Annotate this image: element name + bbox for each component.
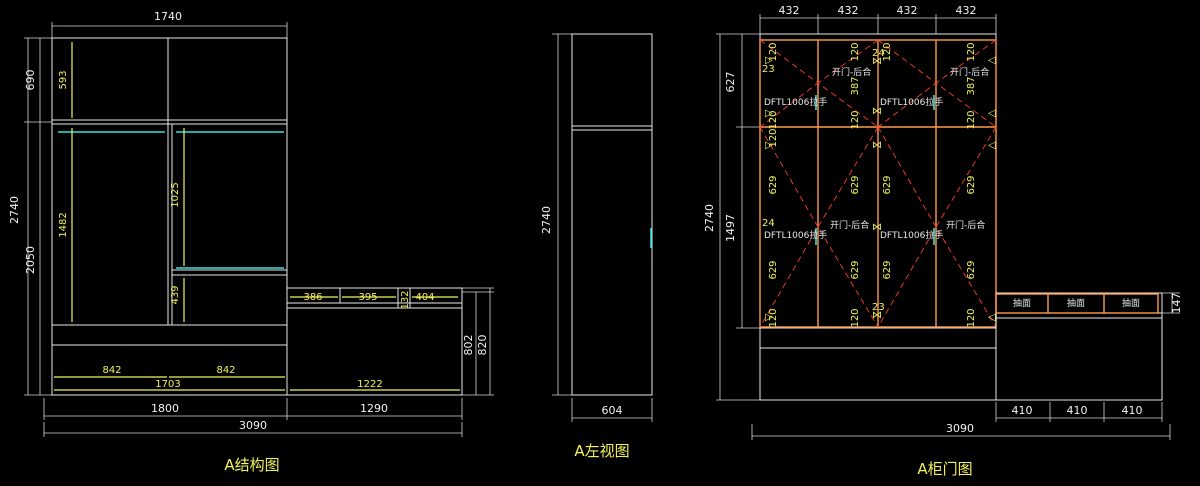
small-dim-120: 120	[850, 308, 861, 327]
dim-height-bottom: 2050	[24, 246, 37, 274]
small-dim-24: 24	[762, 218, 775, 229]
dim-right-top-inner: 1025	[170, 182, 181, 207]
door-view: 432 432 432 432 2740 627 1497	[703, 4, 1183, 478]
small-dim-23: 23	[872, 302, 885, 313]
hinge-icon: ⋈	[872, 310, 882, 321]
dim-820: 820	[476, 335, 489, 356]
hinge-icon: ▷	[765, 312, 773, 323]
small-dim-629: 629	[850, 175, 861, 194]
small-dim-387: 387	[850, 76, 861, 95]
dim-842-b: 842	[216, 365, 235, 376]
small-dim-120: 120	[966, 110, 977, 129]
dim-door-top-3: 432	[897, 4, 918, 17]
dim-door-height: 2740	[703, 204, 716, 232]
left-view: 2740 604 A左视图	[540, 33, 653, 460]
dim-door-top-4: 432	[956, 4, 977, 17]
dim-door-top-h: 627	[724, 72, 737, 93]
hinge-icon: ◁	[988, 140, 996, 151]
small-dim-629: 629	[850, 260, 861, 279]
handle-label: DFTL1006拉手	[764, 96, 827, 108]
dim-1290: 1290	[360, 402, 388, 415]
dim-1800: 1800	[151, 402, 179, 415]
hinge-icon: ▷	[765, 140, 773, 151]
dim-height-total: 2740	[8, 196, 21, 224]
small-dim-120: 120	[966, 42, 977, 61]
dim-drawer-1: 410	[1012, 404, 1033, 417]
dim-802: 802	[462, 335, 475, 356]
small-dim-120: 120	[768, 110, 779, 129]
hinge-icon: ▷	[765, 55, 773, 66]
small-dim-629: 629	[882, 260, 893, 279]
structure-view: 1740 2740 690 2050 593 1482 1025 439	[8, 10, 494, 474]
hinge-icon: ◁	[988, 55, 996, 66]
small-dim-120: 120	[850, 110, 861, 129]
drawer-label: 抽面	[1013, 297, 1031, 309]
drawer-label: 抽面	[1067, 297, 1085, 309]
dim-3090: 3090	[239, 419, 267, 432]
open-label: 开门-后合	[950, 66, 989, 78]
dim-height-top: 690	[24, 70, 37, 91]
dim-132: 132	[400, 290, 411, 309]
hinge-icon: ▷	[765, 108, 773, 119]
dim-left-height: 2740	[540, 206, 553, 234]
dim-386: 386	[303, 292, 322, 303]
small-dim-23: 23	[762, 64, 775, 75]
hinge-icon: ⋈	[872, 56, 882, 67]
small-dim-629: 629	[966, 260, 977, 279]
dim-right-bottom-inner: 439	[170, 285, 181, 304]
small-dim-629: 629	[966, 175, 977, 194]
dim-left-depth: 604	[602, 404, 623, 417]
left-view-title: A左视图	[574, 442, 629, 460]
hinge-icon: ◁	[988, 108, 996, 119]
dim-395: 395	[358, 292, 377, 303]
dim-mid-inner: 1482	[58, 212, 69, 237]
dim-door-top-1: 432	[779, 4, 800, 17]
open-label: 开门-后合	[946, 219, 985, 231]
small-dim-120: 120	[768, 128, 779, 147]
dim-404: 404	[415, 292, 434, 303]
handle-label: DFTL1006拉手	[880, 96, 943, 108]
handle-label: DFTL1006拉手	[880, 229, 943, 241]
small-dim-629: 629	[882, 175, 893, 194]
dim-width-total: 1740	[154, 10, 182, 23]
small-dim-24: 24	[872, 48, 885, 59]
dim-1222: 1222	[357, 379, 382, 390]
dim-842-a: 842	[102, 365, 121, 376]
small-dim-120: 120	[882, 42, 893, 61]
handle-label: DFTL1006拉手	[764, 229, 827, 241]
hinge-icon: ◁	[988, 312, 996, 323]
structure-title: A结构图	[224, 456, 279, 474]
hinge-icon: ⋈	[872, 222, 882, 233]
dim-top-inner: 593	[58, 70, 69, 89]
dim-drawer-2: 410	[1067, 404, 1088, 417]
drawer-label: 抽面	[1122, 297, 1140, 309]
dim-door-bottom-total: 3090	[946, 422, 974, 435]
small-dim-629: 629	[768, 175, 779, 194]
hinge-icon: ⋈	[872, 140, 882, 151]
small-dim-120: 120	[768, 308, 779, 327]
dim-1703: 1703	[155, 379, 180, 390]
door-view-title: A柜门图	[917, 460, 972, 478]
open-label: 开门-后合	[832, 66, 871, 78]
small-dim-120: 120	[966, 308, 977, 327]
dim-door-mid-h: 1497	[724, 214, 737, 242]
dim-drawer-3: 410	[1122, 404, 1143, 417]
dim-door-top-2: 432	[838, 4, 859, 17]
hinge-icon: ⋈	[872, 106, 882, 117]
small-dim-120: 120	[768, 42, 779, 61]
small-dim-387: 387	[966, 76, 977, 95]
small-dim-120: 120	[850, 42, 861, 61]
small-dim-629: 629	[768, 260, 779, 279]
dim-147: 147	[1170, 293, 1183, 314]
open-label: 开门-后合	[830, 219, 869, 231]
